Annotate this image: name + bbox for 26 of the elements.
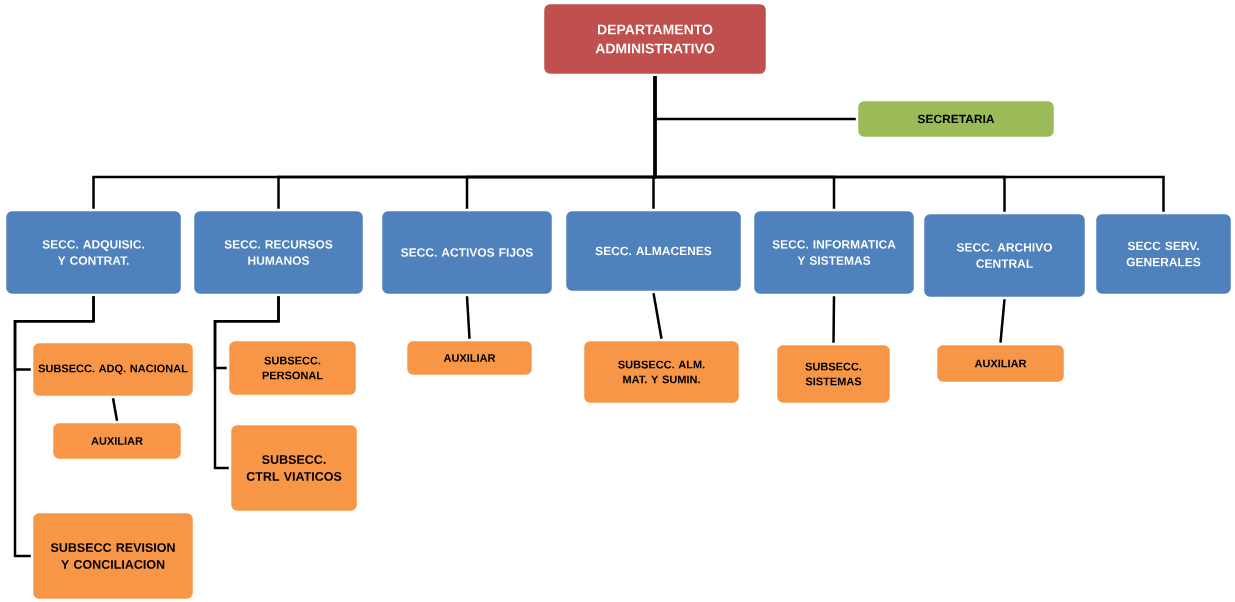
connector-line xyxy=(465,296,471,339)
section-box: SECC SERV. GENERALES xyxy=(1093,211,1234,297)
subsection-box: SUBSECC. PERSONAL xyxy=(226,338,359,398)
connector-line xyxy=(832,296,836,343)
subsection-box: AUXILIAR xyxy=(50,420,184,462)
subsection-box: SUBSECC REVISION Y CONCILIACION xyxy=(30,510,196,602)
connector-line xyxy=(999,299,1006,343)
secretary-box: SECRETARIA xyxy=(855,98,1057,140)
section-box: SECC. INFORMATICA Y SISTEMAS xyxy=(751,208,917,297)
section-box: SECC. ARCHIVO CENTRAL xyxy=(921,211,1088,300)
connector-line xyxy=(213,296,280,470)
department-box: DEPARTAMENTO ADMINISTRATIVO xyxy=(541,1,769,77)
connector-line xyxy=(653,76,1165,212)
connector-line xyxy=(111,398,119,421)
subsection-box: AUXILIAR xyxy=(934,342,1067,385)
subsection-box: SUBSECC. ALM. MAT. Y SUMIN. xyxy=(581,338,742,406)
subsection-box: SUBSECC. ADQ. NACIONAL xyxy=(30,340,196,399)
section-box: SECC. ADQUISIC. Y CONTRAT. xyxy=(3,208,184,297)
connector-line xyxy=(13,296,95,558)
subsection-box: SUBSECC. SISTEMAS xyxy=(774,342,893,406)
section-box: SECC. RECURSOS HUMANOS xyxy=(191,208,366,297)
subsection-box: AUXILIAR xyxy=(404,338,535,378)
subsection-box: SUBSECC. CTRL VIATICOS xyxy=(228,422,360,514)
section-box: SECC. ACTIVOS FIJOS xyxy=(379,208,555,297)
section-box: SECC. ALMACENES xyxy=(563,208,744,294)
connector-line xyxy=(652,293,663,339)
